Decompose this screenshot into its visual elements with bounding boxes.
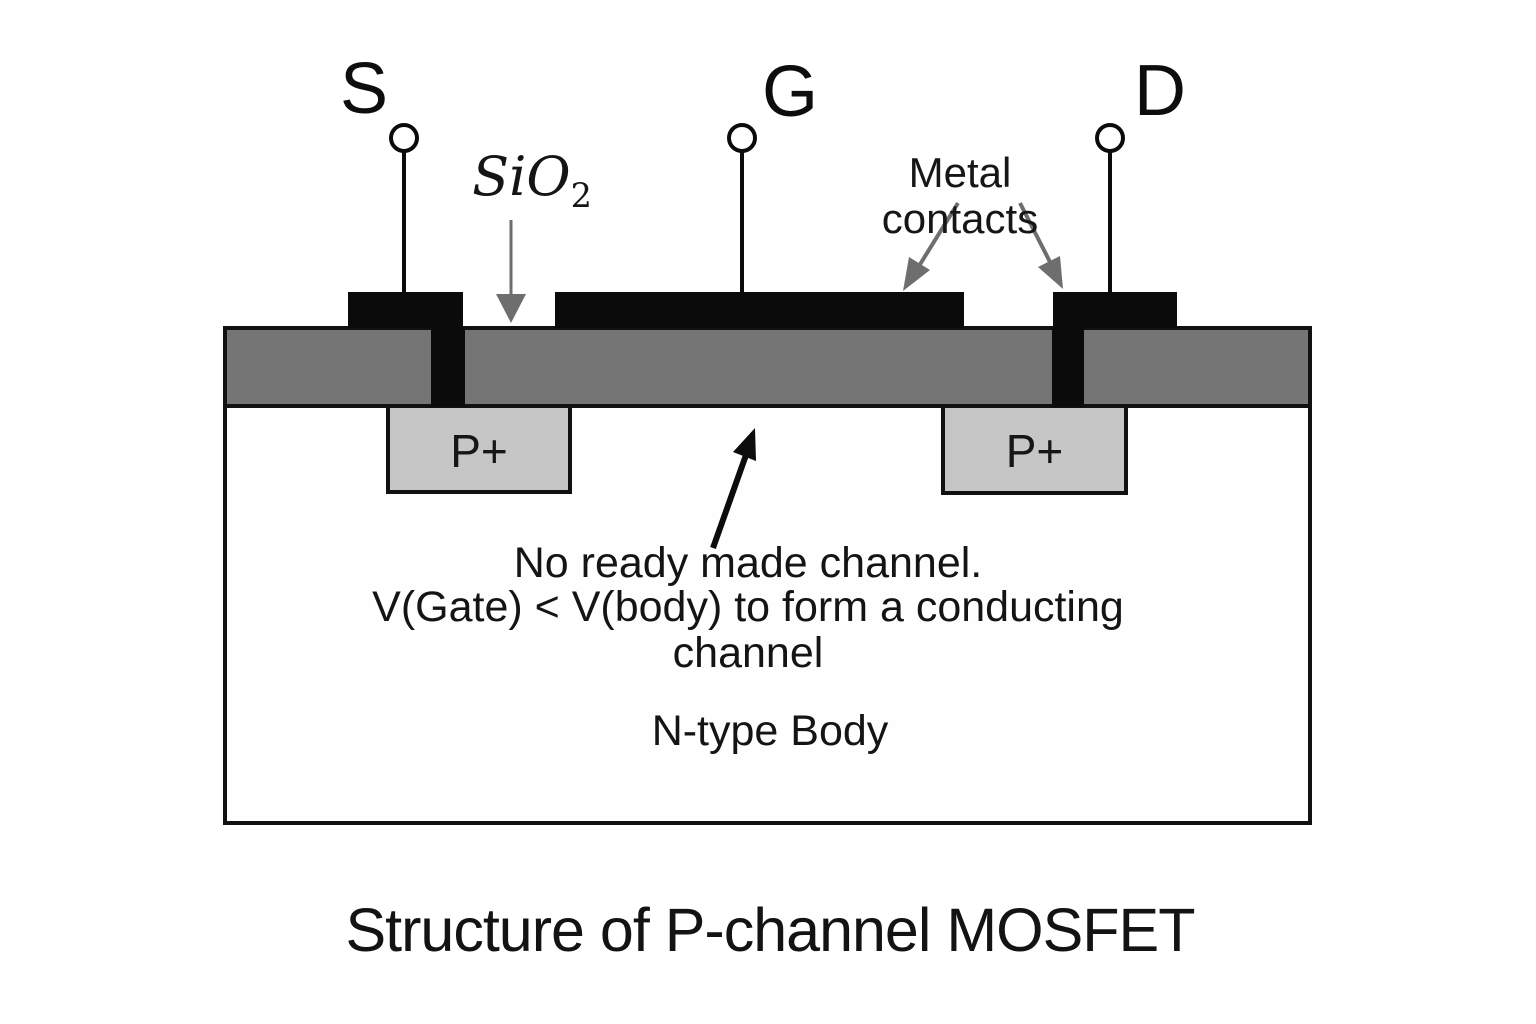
p-plus-source-label: P+ bbox=[450, 425, 508, 477]
sio2-oxide-layer bbox=[223, 326, 1312, 408]
source-metal-contact bbox=[348, 292, 463, 328]
drain-terminal-node bbox=[1095, 123, 1125, 153]
gate-terminal-label: G bbox=[761, 52, 818, 132]
drain-contact-plug bbox=[1052, 327, 1084, 407]
gate-terminal-lead bbox=[740, 151, 744, 293]
channel-annotation-line2: V(Gate) < V(body) to form a conducting c… bbox=[372, 583, 1124, 677]
channel-annotation-line1: No ready made channel. bbox=[513, 539, 983, 587]
n-type-body-label: N-type Body bbox=[651, 707, 889, 755]
sio2-label-subscript: 2 bbox=[570, 175, 592, 215]
source-terminal-lead bbox=[402, 151, 406, 293]
diagram-title: Structure of P-channel MOSFET bbox=[345, 896, 1195, 964]
source-terminal-node bbox=[389, 123, 419, 153]
gate-terminal-node bbox=[727, 123, 757, 153]
drain-terminal-lead bbox=[1108, 151, 1112, 293]
sio2-arrow bbox=[496, 220, 526, 323]
source-terminal-label: S bbox=[339, 49, 389, 129]
gate-metal-contact bbox=[555, 292, 964, 328]
p-plus-drain-region: P+ bbox=[941, 404, 1128, 495]
drain-metal-contact bbox=[1053, 292, 1177, 328]
metal-contacts-label: Metal contacts bbox=[881, 149, 1039, 242]
sio2-label: SiO2 bbox=[450, 145, 614, 215]
p-plus-drain-label: P+ bbox=[1005, 425, 1064, 477]
drain-terminal-label: D bbox=[1134, 51, 1186, 131]
source-contact-plug bbox=[431, 327, 465, 407]
p-plus-source-region: P+ bbox=[386, 404, 572, 494]
sio2-label-base: SiO bbox=[472, 145, 571, 208]
